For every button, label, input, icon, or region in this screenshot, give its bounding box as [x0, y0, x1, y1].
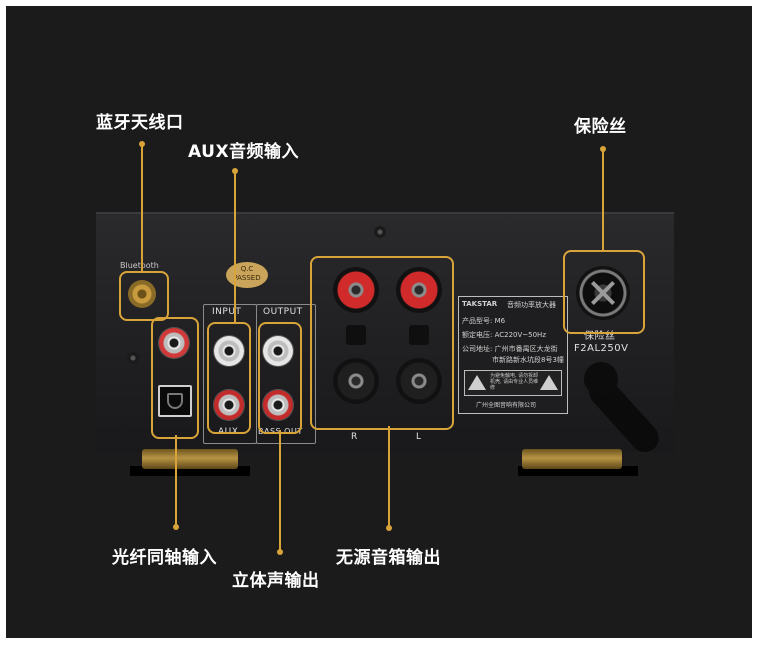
company-name: 广州全图音响有限公司	[476, 402, 537, 409]
callout-dot	[386, 525, 392, 531]
rubber-foot-left	[142, 449, 238, 469]
foot-shadow	[518, 466, 638, 476]
caption-stereo-output: 立体声输出	[232, 571, 320, 591]
fuse-label: 保险丝	[584, 331, 616, 342]
bass-out-white-jack	[263, 336, 293, 366]
speaker-r-positive-terminal	[333, 267, 379, 313]
address-line-1: 公司地址: 广州市番禺区大龙街	[462, 345, 558, 353]
qc-passed-sticker: Q.C PASSED	[226, 262, 268, 288]
model-line: 产品型号: M6	[462, 317, 506, 325]
speaker-r-negative-terminal	[333, 358, 379, 404]
output-label: OUTPUT	[263, 307, 303, 317]
screw-icon	[127, 352, 139, 364]
caption-bluetooth-antenna: 蓝牙天线口	[96, 113, 184, 133]
brand-logo: TAKSTAR	[462, 300, 498, 308]
lightning-warning-icon	[540, 375, 558, 390]
terminal-nut	[409, 325, 429, 345]
callout-dot	[173, 524, 179, 530]
caption-fuse: 保险丝	[574, 117, 627, 137]
callout-box-stereo-out	[258, 322, 302, 434]
callout-box-optical-coax	[151, 317, 199, 439]
callout-box-speaker-terminals	[310, 256, 454, 430]
callout-box-aux	[207, 322, 251, 434]
output-group-box	[256, 304, 316, 444]
optical-input-port	[158, 385, 192, 417]
caption-aux-input: AUX音频输入	[188, 142, 300, 162]
callout-line-stereo-out	[279, 430, 281, 552]
fuse-rating: F2AL250V	[574, 343, 629, 354]
screw-icon	[374, 226, 386, 238]
power-cable-grommet	[584, 362, 618, 396]
warning-text: 为避免触电, 请勿拆卸机壳, 请由专业人员维修	[490, 373, 539, 391]
qc-line-2: PASSED	[233, 274, 261, 282]
callout-line-fuse	[602, 149, 604, 250]
speaker-l-positive-terminal	[396, 267, 442, 313]
bass-out-red-jack	[263, 390, 293, 420]
callout-box-fuse	[563, 250, 645, 334]
coaxial-input-jack	[159, 328, 189, 358]
bluetooth-label: Bluetooth	[120, 261, 159, 270]
aux-input-white-jack	[214, 336, 244, 366]
aux-input-red-jack	[214, 390, 244, 420]
callout-box-bluetooth	[119, 271, 169, 321]
qc-line-1: Q.C	[240, 265, 254, 273]
caption-passive-speaker-output: 无源音箱输出	[336, 548, 441, 568]
bluetooth-antenna-connector	[128, 280, 156, 308]
caption-optical-coax-input: 光纤同轴输入	[112, 548, 217, 568]
product-type: 音频功率放大器	[507, 301, 556, 309]
warning-triangle-icon	[468, 375, 486, 390]
callout-line-speaker	[388, 426, 390, 528]
foot-shadow	[130, 466, 250, 476]
terminal-nut	[346, 325, 366, 345]
rubber-foot-right	[522, 449, 622, 469]
left-channel-label: L	[416, 432, 422, 442]
callout-line-optical-coax	[175, 435, 177, 527]
voltage-line: 额定电压: AC220V~50Hz	[462, 331, 546, 339]
callout-line-bluetooth	[141, 144, 143, 271]
address-line-2: 市新路新水坑段8号3幢	[492, 356, 564, 364]
callout-dot	[277, 549, 283, 555]
callout-line-aux	[234, 171, 236, 322]
speaker-l-negative-terminal	[396, 358, 442, 404]
input-label: INPUT	[212, 307, 242, 317]
right-channel-label: R	[351, 432, 358, 442]
fuse-holder	[576, 266, 630, 320]
